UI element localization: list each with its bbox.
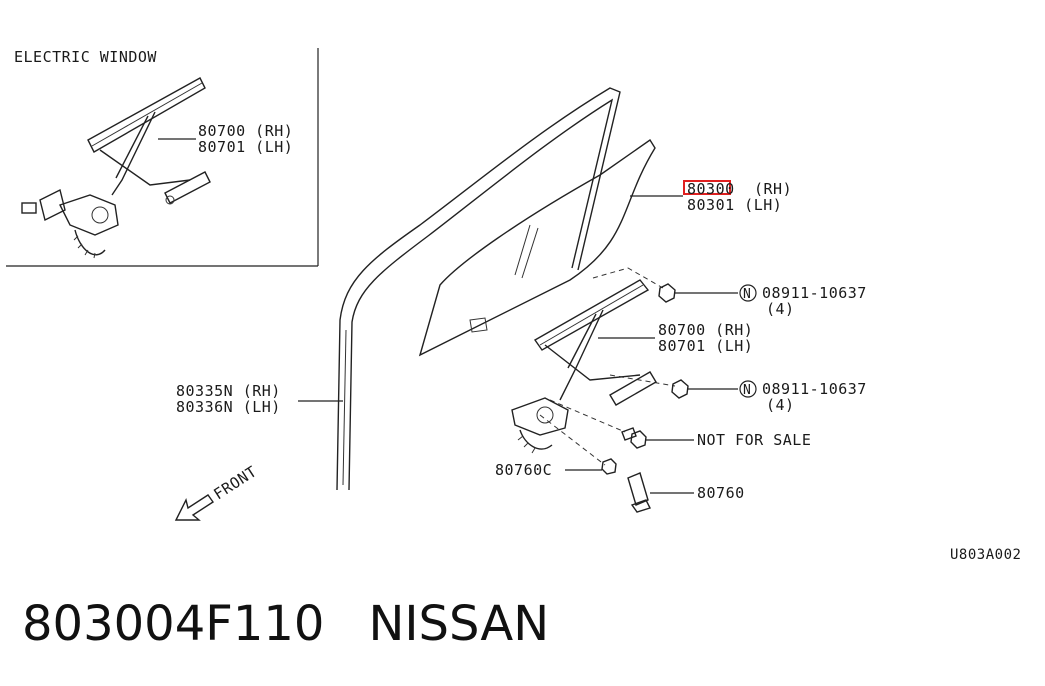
inset-label-lh: 80701 (LH) xyxy=(198,138,293,156)
nut-bottom-qty: (4) xyxy=(766,396,795,414)
guide-dash-bushing xyxy=(539,414,606,466)
footer-title: 803004F110 NISSAN xyxy=(22,596,549,652)
window-glass-illustration xyxy=(418,139,656,357)
nut-top-illustration xyxy=(658,283,676,303)
nut-bottom-symbol-circle xyxy=(739,380,757,398)
handle-label: 80760 xyxy=(697,484,745,502)
diagram-code: U803A002 xyxy=(950,547,1021,563)
nut-top-symbol: N xyxy=(743,287,751,302)
nut-top-code: 08911-10637 xyxy=(762,284,867,302)
front-arrow-icon xyxy=(174,494,214,521)
nut-bottom-symbol: N xyxy=(743,383,751,398)
bushing-illustration xyxy=(601,458,617,475)
channel-label-rh: 80335N (RH) xyxy=(176,382,281,400)
regulator-label-lh: 80701 (LH) xyxy=(658,337,753,355)
highlight-box xyxy=(683,180,731,195)
not-for-sale-label: NOT FOR SALE xyxy=(697,431,811,449)
bolt-illustration xyxy=(621,427,647,449)
guide-dash-bolt xyxy=(549,399,626,433)
footer-part-number: 803004F110 xyxy=(22,596,325,652)
handle-illustration xyxy=(627,472,651,513)
nut-top-symbol-circle xyxy=(739,284,757,302)
guide-dash-top xyxy=(592,267,664,289)
front-label: FRONT xyxy=(210,462,260,503)
glass-label-rh-suffix: (RH) xyxy=(754,180,792,198)
glass-label-rh-part: 80300 xyxy=(687,180,735,198)
glass-label-lh: 80301 (LH) xyxy=(687,196,782,214)
nut-bottom-illustration xyxy=(671,379,689,399)
channel-label-lh: 80336N (LH) xyxy=(176,398,281,416)
sash-channel-illustration xyxy=(336,87,621,491)
bushing-label: 80760C xyxy=(495,461,552,479)
regulator-label-rh: 80700 (RH) xyxy=(658,321,753,339)
inset-regulator-illustration xyxy=(21,77,211,259)
window-regulator-illustration xyxy=(511,279,657,454)
footer-brand: NISSAN xyxy=(368,596,550,652)
nut-bottom-code: 08911-10637 xyxy=(762,380,867,398)
inset-title: ELECTRIC WINDOW xyxy=(14,48,157,66)
inset-label-rh: 80700 (RH) xyxy=(198,122,293,140)
nut-top-qty: (4) xyxy=(766,300,795,318)
